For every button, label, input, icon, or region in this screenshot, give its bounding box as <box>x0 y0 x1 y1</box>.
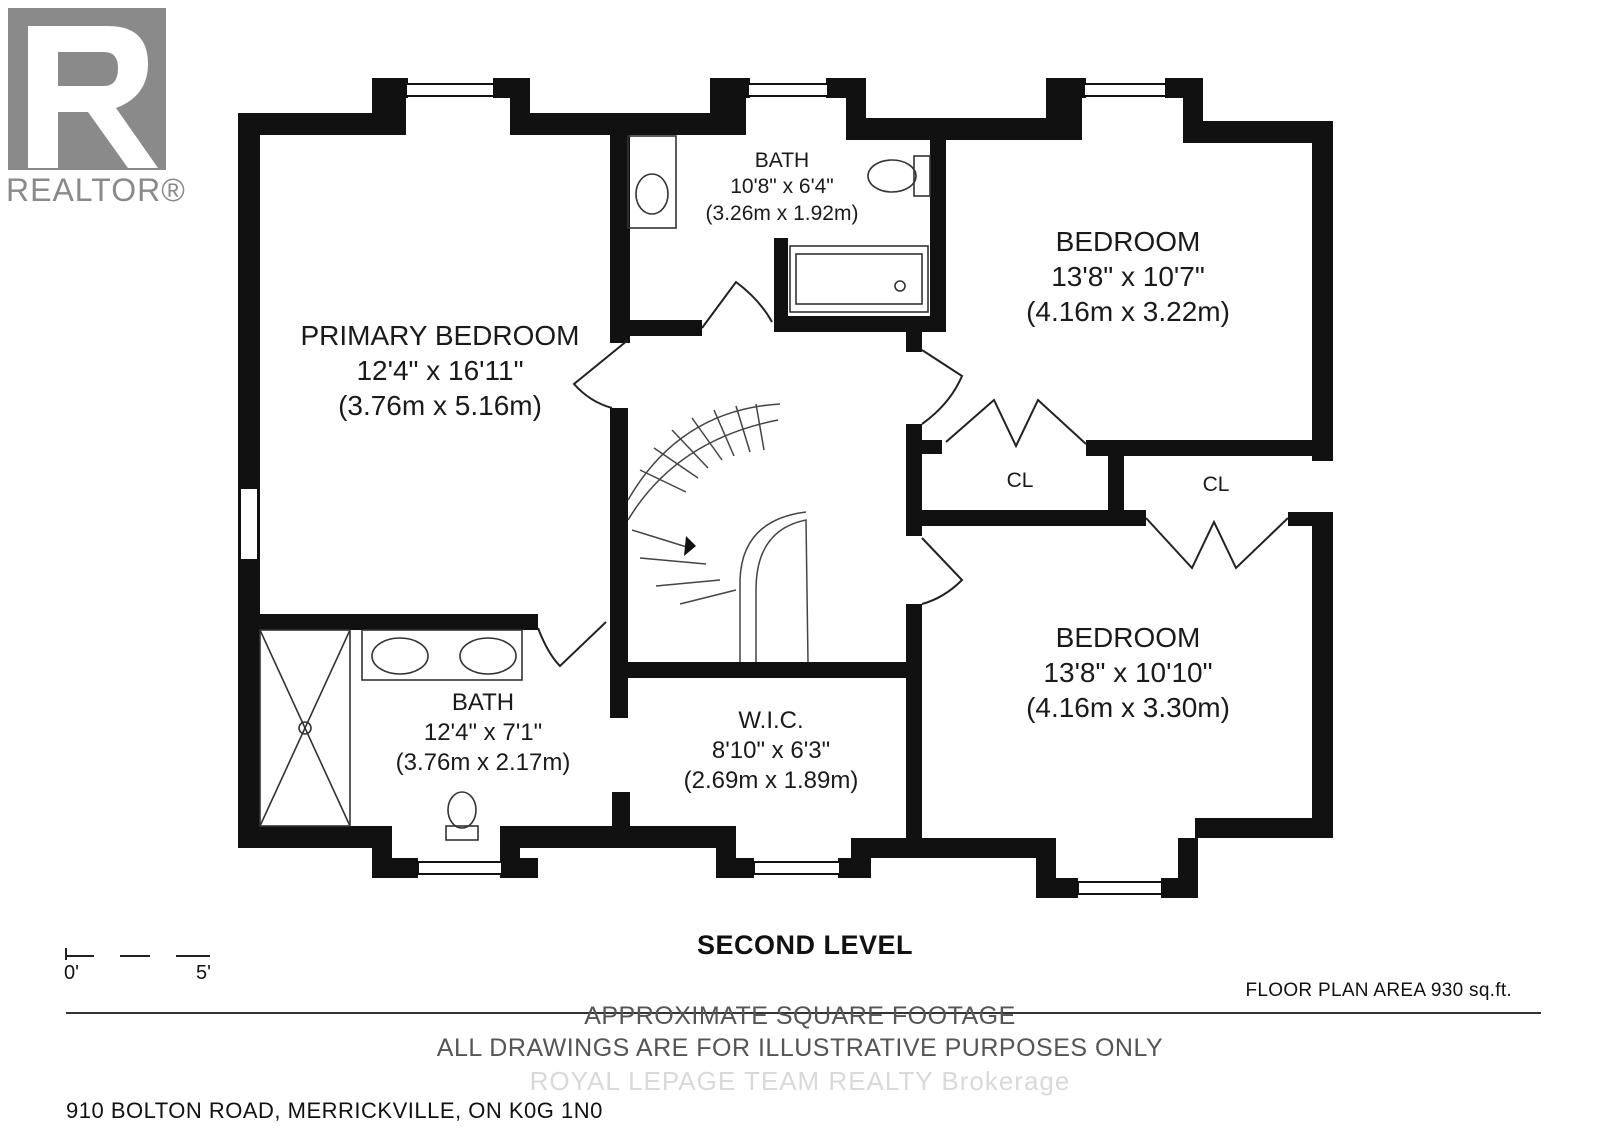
property-address: 910 BOLTON ROAD, MERRICKVILLE, ON K0G 1N… <box>66 1098 603 1123</box>
realtor-logo-text: REALTOR® <box>6 172 186 208</box>
room-bedroom-bottom: BEDROOM 13'8" x 10'10" (4.16m x 3.30m) <box>1026 622 1230 723</box>
room-closet-left: CL <box>1006 469 1034 492</box>
level-title: SECOND LEVEL <box>696 930 914 960</box>
realtor-logo <box>8 8 166 170</box>
floor-plan-area: FLOOR PLAN AREA 930 sq.ft. <box>1245 980 1512 1001</box>
room-closet-right: CL <box>1202 473 1230 496</box>
divider-line <box>66 1012 1541 1014</box>
scale-end-label: 5' <box>196 962 211 984</box>
disclaimer-line-1: APPROXIMATE SQUARE FOOTAGE <box>584 1002 1016 1030</box>
room-primary-bedroom: PRIMARY BEDROOM 12'4" x 16'11" (3.76m x … <box>300 320 580 421</box>
room-bath-top: BATH 10'8" x 6'4" (3.26m x 1.92m) <box>705 149 859 225</box>
room-walk-in-closet: W.I.C. 8'10" x 6'3" (2.69m x 1.89m) <box>683 707 859 794</box>
room-bedroom-top: BEDROOM 13'8" x 10'7" (4.16m x 3.22m) <box>1026 226 1230 327</box>
realtor-r-icon <box>28 26 158 168</box>
room-bath-bottom: BATH 12'4" x 7'1" (3.76m x 2.17m) <box>395 689 571 776</box>
disclaimer-line-2: ALL DRAWINGS ARE FOR ILLUSTRATIVE PURPOS… <box>436 1034 1164 1062</box>
brokerage-watermark: ROYAL LEPAGE TEAM REALTY Brokerage <box>529 1066 1071 1096</box>
scale-start-label: 0' <box>64 962 79 984</box>
